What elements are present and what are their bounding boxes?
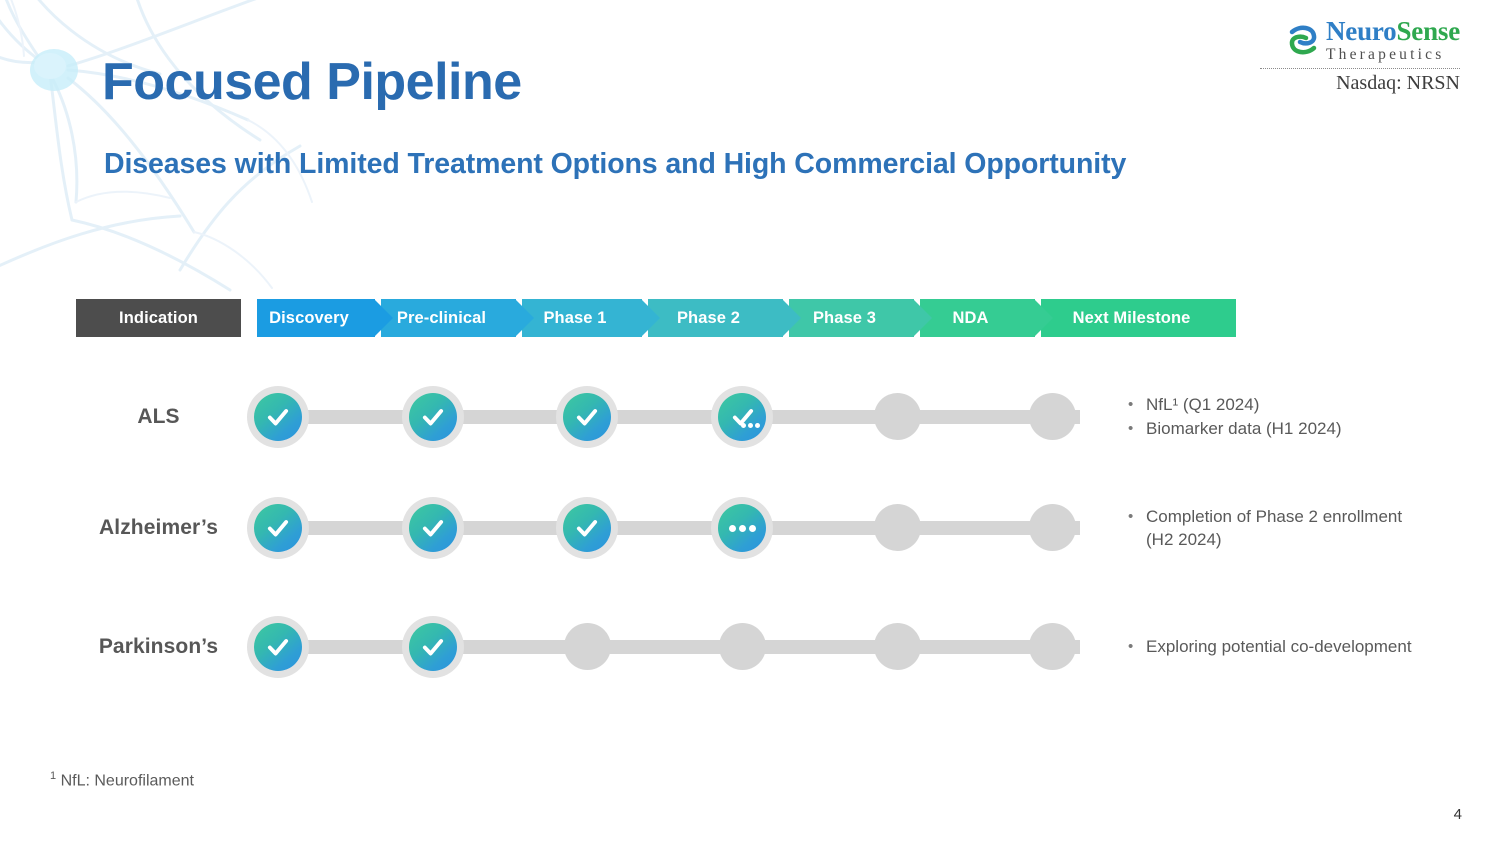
check-icon: [732, 409, 754, 426]
chevron-arrow-icon: [782, 299, 801, 337]
stage-node-fill: [563, 504, 611, 552]
track-line: [279, 521, 1080, 535]
check-icon: [422, 520, 444, 537]
stage-node-pending[interactable]: [873, 623, 921, 670]
check-icon: [422, 639, 444, 656]
pipeline-row: Parkinson’s • Exploring potential co-devel…: [76, 616, 1426, 678]
phase-header-phase-3: Phase 3: [789, 299, 932, 337]
stage-node-complete[interactable]: [556, 386, 618, 448]
stage-node-pending[interactable]: [1028, 504, 1076, 551]
check-icon: [267, 639, 289, 656]
milestone-text: NfL¹ (Q1 2024): [1146, 395, 1260, 415]
indication-label: ALS: [137, 405, 180, 428]
phase-header-nda: NDA: [920, 299, 1053, 337]
stage-node-in-progress[interactable]: [711, 386, 773, 448]
stage-node-complete[interactable]: [247, 386, 309, 448]
page-subtitle: Diseases with Limited Treatment Options …: [104, 148, 1127, 180]
phase-header-phase-2: Phase 2: [648, 299, 801, 337]
milestone-item: • Exploring potential co-development: [1128, 636, 1426, 659]
milestone-item: • Completion of Phase 2 enrollment (H2 20…: [1128, 506, 1426, 552]
check-icon: [576, 520, 598, 537]
next-milestone-list: • NfL¹ (Q1 2024) • Biomarker data (H1 2024): [1128, 392, 1426, 442]
stage-node-complete[interactable]: [402, 616, 464, 678]
check-icon: [422, 409, 444, 426]
page-title: Focused Pipeline: [102, 53, 522, 111]
pipeline-track: [247, 497, 1102, 559]
stage-node-fill: [409, 504, 457, 552]
stage-node-fill: [409, 623, 457, 671]
page-number: 4: [1453, 806, 1462, 823]
stage-node-fill: [409, 393, 457, 441]
phase-header-discovery: Discovery: [257, 299, 393, 337]
indication-label: Alzheimer’s: [99, 516, 218, 539]
next-milestone-list: • Completion of Phase 2 enrollment (H2 20…: [1128, 504, 1426, 553]
check-icon: [267, 520, 289, 537]
pipeline-row: Alzheimer’s • Completion of Phase 2 enroll…: [76, 497, 1426, 559]
bullet-icon: •: [1128, 507, 1134, 525]
stage-node-fill: [563, 393, 611, 441]
milestone-text: Biomarker data (H1 2024): [1146, 419, 1342, 438]
stage-node-fill: [718, 504, 766, 552]
indication-label: Parkinson’s: [98, 635, 219, 658]
stage-node-fill: [718, 393, 766, 441]
next-milestone-list: • Exploring potential co-development: [1128, 634, 1426, 660]
pipeline-track: [247, 386, 1102, 448]
phase-header-phase-1: Phase 1: [522, 299, 660, 337]
phase-header-pre-clinical: Pre-clinical: [381, 299, 534, 337]
stage-node-pending[interactable]: [1028, 393, 1076, 440]
milestone-item: • Biomarker data (H1 2024): [1128, 418, 1426, 441]
in-progress-dots-icon: [741, 423, 760, 428]
phase-header-next-milestone: Next Milestone: [1041, 299, 1236, 337]
stage-node-complete[interactable]: [247, 497, 309, 559]
chevron-arrow-icon: [515, 299, 534, 337]
stage-node-pending[interactable]: [1028, 623, 1076, 670]
logo-divider: [1260, 67, 1460, 69]
chevron-arrow-icon: [374, 299, 393, 337]
pipeline-row: ALS • NfL¹ (Q1 2024) • Biomarker data (H1 20…: [76, 386, 1426, 448]
bullet-icon: •: [1128, 396, 1134, 414]
logo-tagline: Therapeutics: [1325, 46, 1445, 63]
stage-node-fill: [254, 623, 302, 671]
chevron-arrow-icon: [641, 299, 660, 337]
stage-node-complete[interactable]: [402, 497, 464, 559]
stage-node-pending[interactable]: [718, 623, 766, 670]
stage-node-in-progress[interactable]: [711, 497, 773, 559]
logo-name-primary: Neuro: [1325, 16, 1397, 46]
bullet-icon: •: [1128, 420, 1134, 437]
milestone-text: Completion of Phase 2 enrollment (H2 202…: [1146, 506, 1403, 549]
milestone-text: Exploring potential co-development: [1146, 637, 1412, 657]
stage-node-pending[interactable]: [563, 623, 611, 670]
stage-node-fill: [254, 393, 302, 441]
phase-header-indication: Indication: [76, 299, 241, 337]
stock-ticker: Nasdaq: NRSN: [1336, 71, 1460, 94]
check-icon: [267, 409, 289, 426]
stage-node-fill: [254, 504, 302, 552]
neurosense-swirl-icon: [1289, 25, 1317, 55]
stage-node-pending[interactable]: [873, 393, 921, 440]
stage-node-complete[interactable]: [556, 497, 618, 559]
track-line: [279, 410, 1080, 424]
company-logo: NeuroSense Therapeutics Nasdaq: NRSN: [1260, 18, 1460, 95]
track-line: [279, 640, 1080, 654]
check-icon: [576, 409, 598, 426]
milestone-item: • NfL¹ (Q1 2024): [1128, 394, 1426, 417]
stage-node-complete[interactable]: [402, 386, 464, 448]
logo-name-secondary: Sense: [1396, 16, 1460, 46]
footnote-marker: 1: [50, 770, 57, 782]
pipeline-track: [247, 616, 1102, 678]
stage-node-complete[interactable]: [247, 616, 309, 678]
footnote: 1 NfL: Neurofilament: [50, 770, 194, 790]
chevron-arrow-icon: [1034, 299, 1053, 337]
chevron-arrow-icon: [913, 299, 932, 337]
stage-node-pending[interactable]: [873, 504, 921, 551]
bullet-icon: •: [1128, 638, 1134, 656]
footnote-text: NfL: Neurofilament: [56, 772, 194, 790]
in-progress-dots-icon: [728, 524, 756, 532]
